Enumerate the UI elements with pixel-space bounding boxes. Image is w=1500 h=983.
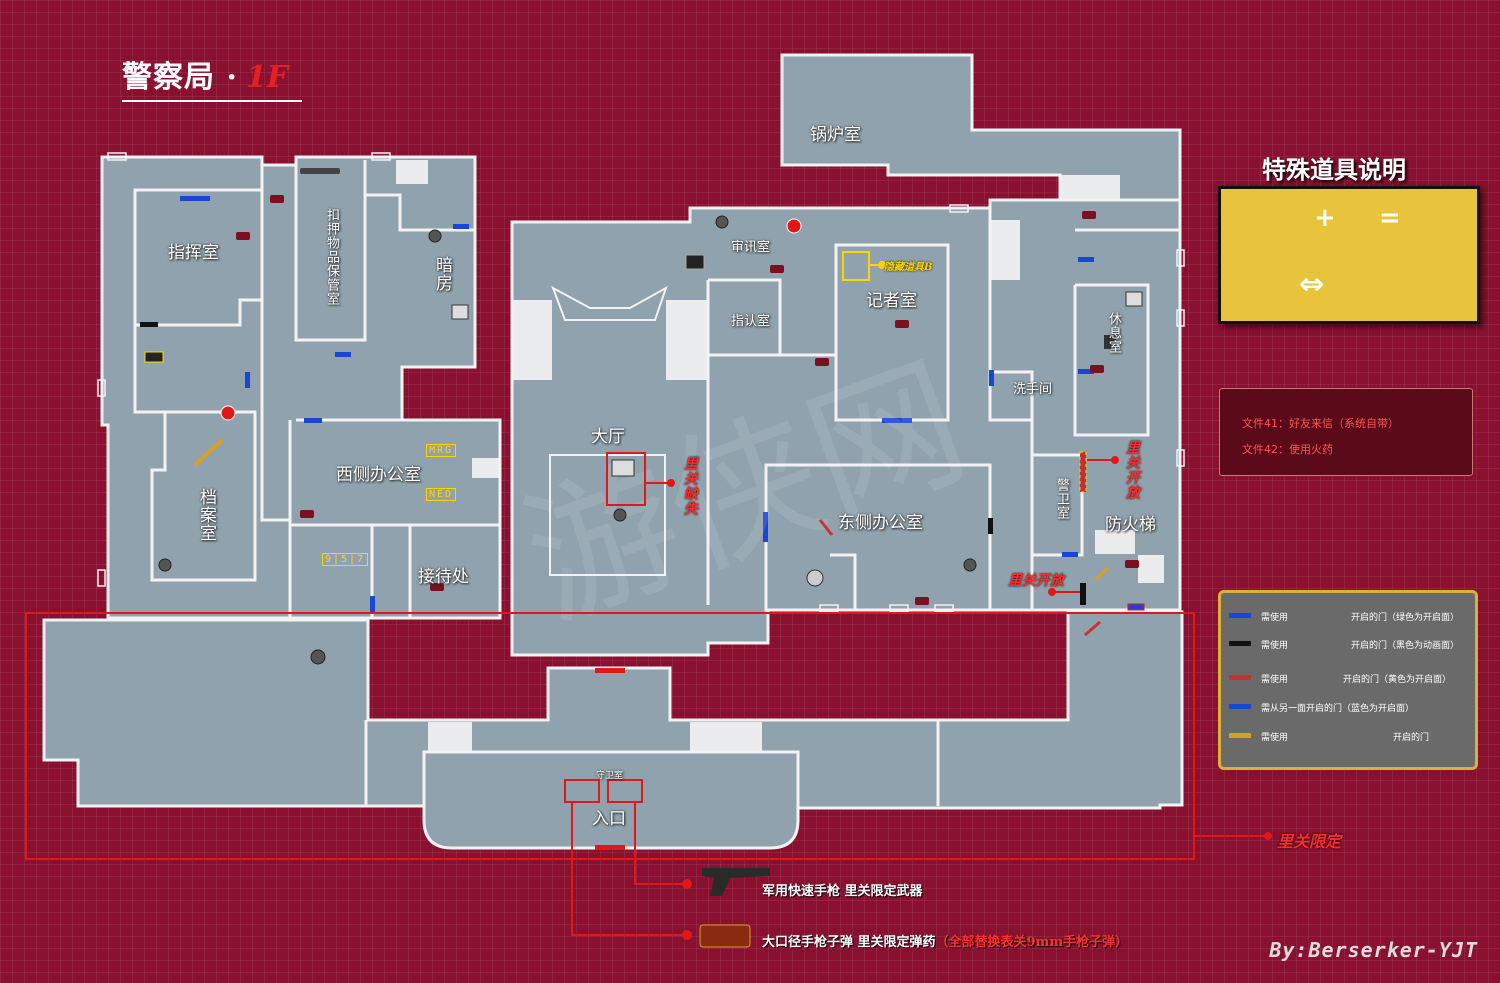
tag-mrg: MRG: [426, 444, 457, 457]
room-restroom: 洗手间: [1013, 382, 1053, 397]
room-command: 指挥室: [168, 243, 219, 263]
south-corridor-area: [42, 610, 1184, 822]
item-markers: [144, 168, 1145, 665]
entrance-area: [422, 750, 800, 850]
bottom-item-icons: [699, 868, 770, 948]
legend-row: 需使用 开启的门（黑色为动画面）: [1221, 631, 1475, 659]
equals-sign: =: [1379, 203, 1401, 233]
red-dots: [667, 261, 1272, 940]
room-archive: 档案室: [196, 488, 216, 542]
special-items-box: + = ⇔: [1218, 186, 1480, 324]
stairs: [396, 160, 1164, 752]
legend-row: 需使用 开启的门: [1221, 723, 1475, 751]
legend-desc: 开启的门（黑色为动画面）: [1351, 641, 1460, 651]
ammo-description-text: 大口径手枪子弹 里关限定弹药: [762, 935, 936, 950]
room-interrogation: 审讯室: [731, 240, 771, 255]
red-highlights: [25, 251, 1268, 936]
files-panel: 文件41：好友来信（系统自带） 文件42：使用火药: [1219, 388, 1473, 476]
file-41: 文件41：好友来信（系统自带）: [1242, 417, 1399, 430]
legend-desc: 开启的门（绿色为开启面）: [1351, 613, 1460, 623]
room-evidence: 扣押物品保管室: [324, 208, 339, 306]
ammo-description: 大口径手枪子弹 里关限定弹药（全部替换表关9mm手枪子弹）: [762, 931, 1128, 950]
legend-desc: 需从另一面开启的门（蓝色为开启面）: [1261, 704, 1415, 714]
room-press: 记者室: [866, 291, 917, 311]
map-title-main: 警察局 ·: [122, 60, 238, 95]
tag-code: 9|5|7: [322, 553, 369, 566]
hidden-item-label: 隐藏道具B: [884, 262, 933, 273]
legend-door-bar-1: [1229, 641, 1251, 646]
room-entrance: 入口: [592, 809, 626, 829]
hall-balcony: [551, 285, 668, 321]
room-darkroom: 暗房: [432, 256, 452, 292]
ura-open-label-2: 里关开放: [1008, 573, 1064, 589]
legend-need: 需使用: [1261, 675, 1289, 685]
legend-door-bar-3: [1229, 704, 1251, 709]
legend-door-bar-2: [1229, 675, 1251, 680]
swap-icon: ⇔: [1299, 267, 1325, 302]
room-fire-escape: 防火梯: [1105, 515, 1156, 535]
special-items-title: 特殊道具说明: [1262, 155, 1406, 184]
inner-walls: [133, 157, 1180, 806]
plus-sign: +: [1314, 203, 1336, 233]
weapon-description: 军用快速手枪 里关限定武器: [762, 884, 923, 899]
ammo-note: （全部替换表关9mm手枪子弹）: [935, 935, 1129, 950]
legend-row: 需使用 开启的门（黄色为开启面）: [1221, 665, 1475, 693]
map-title: 警察局 ·1F: [122, 52, 302, 102]
file-42: 文件42：使用火药: [1242, 443, 1333, 456]
room-hall: 大厅: [591, 427, 625, 447]
doors: [140, 196, 1094, 850]
room-guard: 警卫室: [1054, 478, 1069, 520]
legend-desc: 开启的门（黄色为开启面）: [1343, 675, 1452, 685]
legend-desc: 开启的门: [1393, 733, 1430, 743]
room-west-office: 西侧办公室: [336, 465, 421, 485]
ura-limited-label: 里关限定: [1277, 832, 1342, 851]
door-legend: 需使用 开启的门（绿色为开启面） 需使用 开启的门（黑色为动画面） 需使用 开启…: [1218, 590, 1478, 770]
ura-open-label-1: 里关开放: [1124, 440, 1140, 500]
west-wing-area: [100, 155, 502, 620]
room-boiler: 锅炉室: [810, 125, 861, 145]
legend-row: 需从另一面开启的门（蓝色为开启面）: [1221, 694, 1475, 722]
legend-need: 需使用: [1261, 733, 1289, 743]
room-guard-booth: 守卫室: [596, 771, 624, 781]
legend-door-bar-4: [1229, 733, 1251, 738]
room-lounge: 休息室: [1106, 312, 1121, 354]
map-title-floor: 1F: [245, 60, 289, 95]
room-reception: 接待处: [418, 567, 469, 587]
title-underline: [122, 100, 302, 102]
legend-door-bar-0: [1229, 613, 1251, 618]
hall-missing-label: 里关缺失: [682, 456, 698, 516]
legend-need: 需使用: [1261, 613, 1289, 623]
legend-row: 需使用 开启的门（绿色为开启面）: [1221, 603, 1475, 631]
tag-ned: NED: [426, 488, 457, 501]
legend-need: 需使用: [1261, 641, 1289, 651]
room-identification: 指认室: [731, 314, 771, 329]
windows: [97, 152, 1185, 613]
author-credit: By:Berserker-YJT: [1269, 938, 1478, 962]
room-east-office: 东侧办公室: [838, 513, 923, 533]
